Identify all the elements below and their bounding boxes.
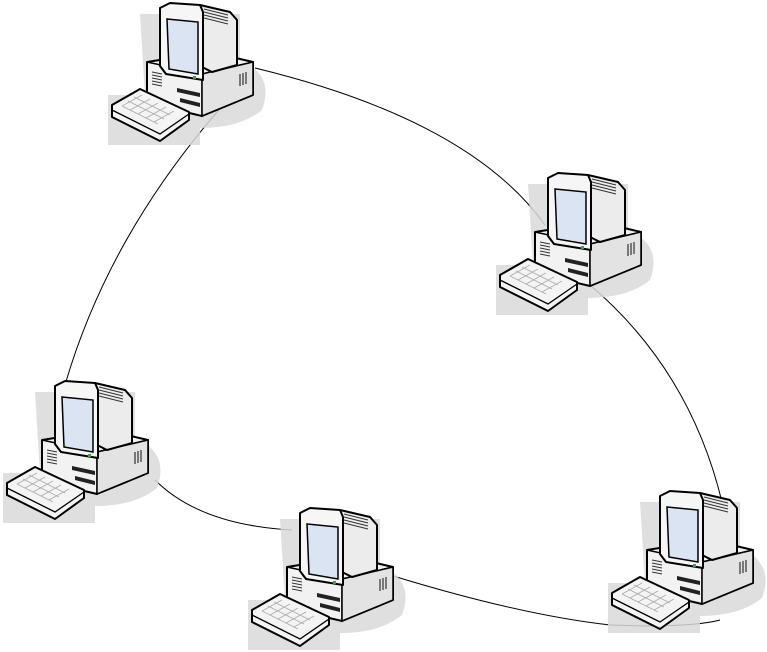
desktop-computer-icon xyxy=(2,380,162,524)
desktop-computer-icon xyxy=(107,2,267,146)
desktop-computer-icon xyxy=(607,490,767,634)
network-links xyxy=(64,67,723,627)
link-pc2-pc5 xyxy=(589,284,723,503)
computer-node-4[interactable] xyxy=(247,507,407,651)
link-pc1-pc3 xyxy=(64,94,233,386)
computer-node-1[interactable] xyxy=(107,2,267,146)
link-pc1-pc2 xyxy=(254,67,546,226)
desktop-computer-icon xyxy=(247,507,407,651)
computer-node-5[interactable] xyxy=(607,490,767,634)
computer-node-3[interactable] xyxy=(2,380,162,524)
link-pc3-pc4 xyxy=(154,479,293,531)
